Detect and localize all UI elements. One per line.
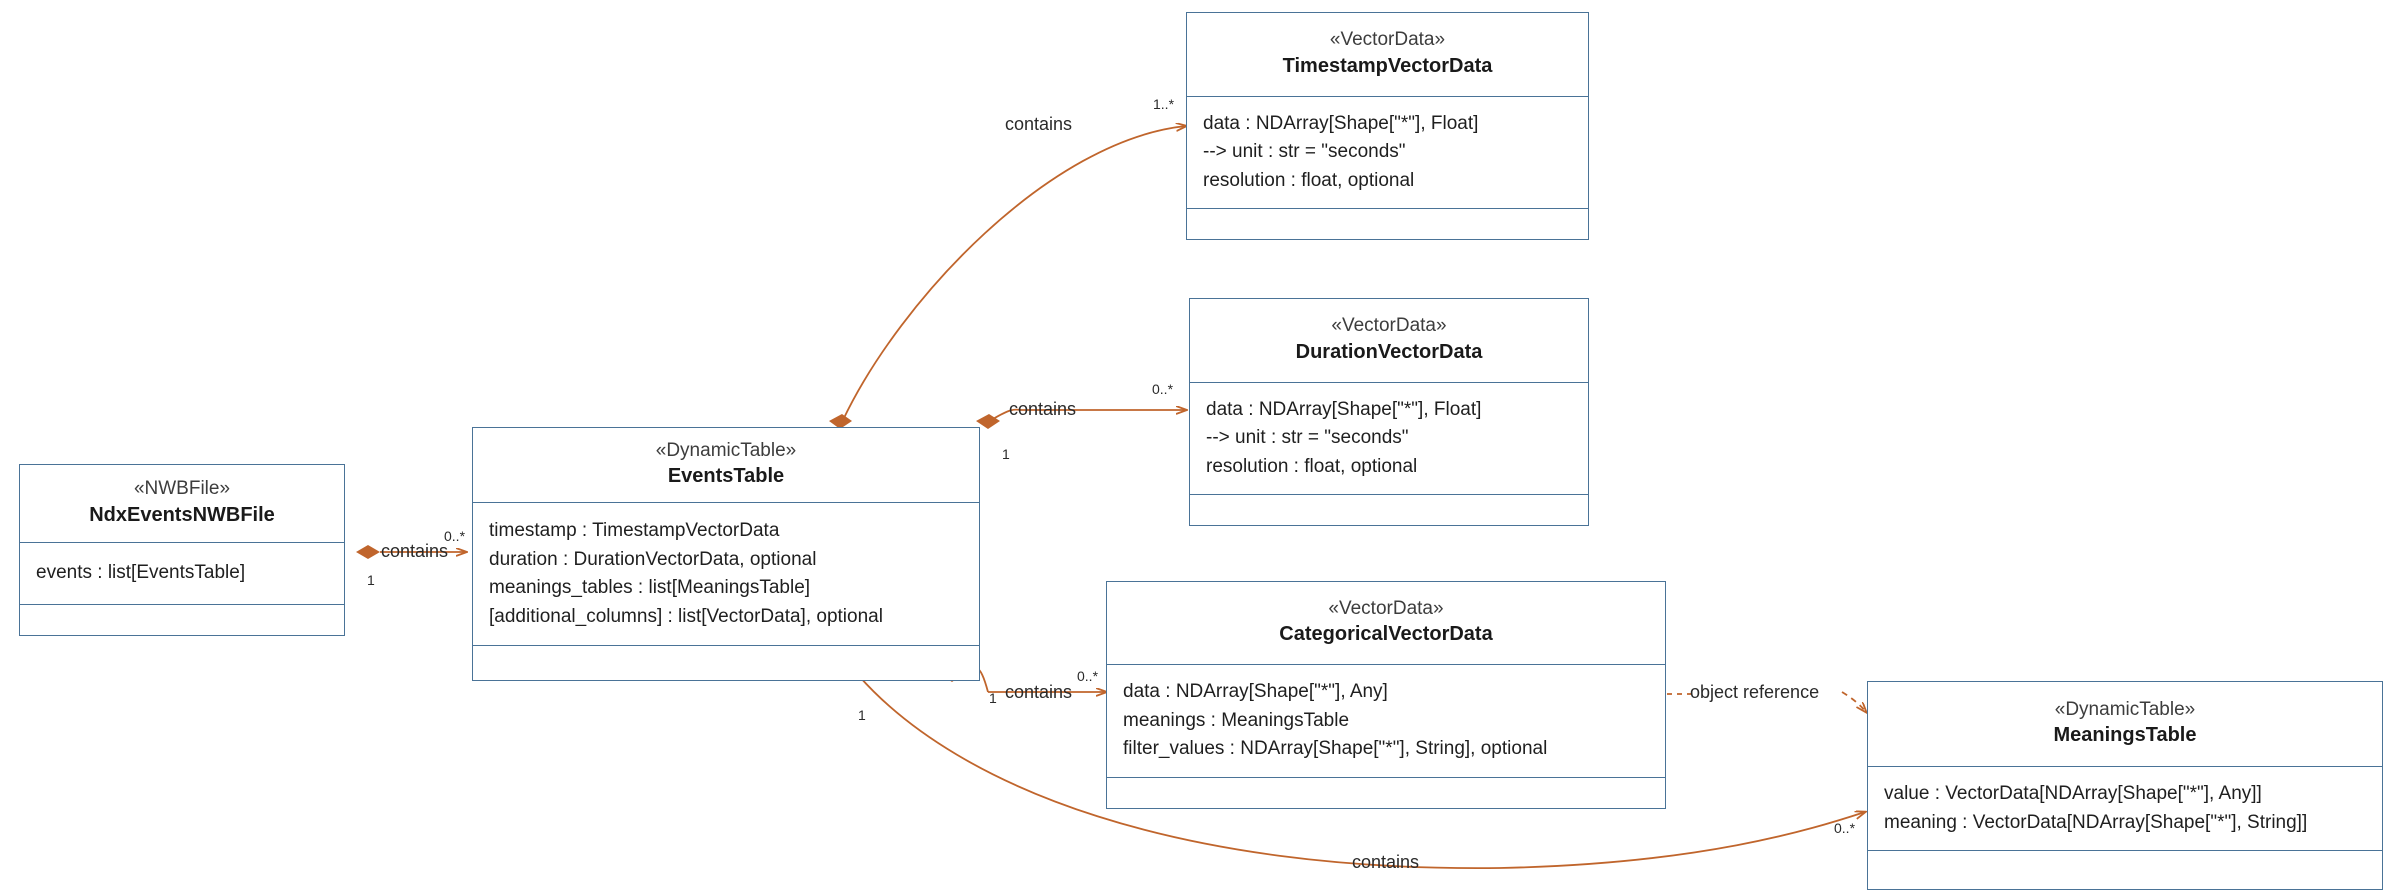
class-header-events-table: «DynamicTable» EventsTable [473, 428, 979, 503]
edge-label-eventstable-to-durationvectordata: contains [1009, 399, 1077, 419]
class-methods-ndx-events-nwbfile [20, 605, 344, 635]
class-box-events-table[interactable]: «DynamicTable» EventsTable timestamp : T… [472, 427, 980, 681]
edge-multiplicity-source-eventstable-duration: 1 [1002, 446, 1010, 462]
class-attribute: resolution : float, optional [1206, 455, 1418, 477]
class-name: TimestampVectorData [1282, 54, 1493, 77]
class-box-duration-vector-data[interactable]: «VectorData» DurationVectorData data : N… [1189, 298, 1589, 526]
class-attribute: timestamp : TimestampVectorData [489, 520, 780, 541]
class-box-ndx-events-nwbfile[interactable]: «NWBFile» NdxEventsNWBFile events : list… [19, 464, 345, 636]
edge-multiplicity-target-durationvectordata: 0..* [1152, 381, 1174, 397]
class-attribute: value : VectorData[NDArray[Shape["*"], A… [1884, 783, 2262, 804]
class-header-meanings-table: «DynamicTable» MeaningsTable [1868, 682, 2382, 767]
class-attribute: filter_values : NDArray[Shape["*"], Stri… [1123, 738, 1548, 760]
class-attribute: data : NDArray[Shape["*"], Float] [1206, 398, 1482, 420]
class-attributes-duration-vector-data: data : NDArray[Shape["*"], Float] --> un… [1190, 383, 1588, 495]
edge-label-eventstable-to-categoricalvectordata: contains [1005, 682, 1073, 702]
class-attribute: duration : DurationVectorData, optional [489, 548, 817, 570]
class-attribute: [additional_columns] : list[VectorData],… [489, 605, 883, 627]
class-attributes-timestamp-vector-data: data : NDArray[Shape["*"], Float] --> un… [1187, 97, 1588, 209]
edge-label-nwbfile-to-eventstable: contains [381, 541, 449, 561]
edge-label-categoricalvectordata-to-meaningstable: object reference [1690, 682, 1820, 702]
class-stereotype: «DynamicTable» [2054, 698, 2196, 720]
class-name: DurationVectorData [1295, 340, 1483, 363]
class-name: MeaningsTable [2053, 724, 2197, 747]
class-box-meanings-table[interactable]: «DynamicTable» MeaningsTable value : Vec… [1867, 681, 2383, 890]
edge-eventstable-to-durationvectordata [976, 410, 1186, 429]
class-methods-events-table [473, 646, 979, 680]
class-box-timestamp-vector-data[interactable]: «VectorData» TimestampVectorData data : … [1186, 12, 1589, 240]
edge-eventstable-to-timestampvectordata [829, 126, 1186, 429]
class-stereotype: «VectorData» [1331, 315, 1447, 337]
class-attribute: meaning : VectorData[NDArray[Shape["*"],… [1884, 811, 2308, 833]
class-attribute: data : NDArray[Shape["*"], Any] [1123, 681, 1388, 703]
class-attribute: --> unit : str = "seconds" [1203, 141, 1406, 163]
class-attribute: events : list[EventsTable] [36, 562, 246, 584]
class-stereotype: «VectorData» [1329, 29, 1446, 51]
class-stereotype: «NWBFile» [133, 478, 231, 500]
edge-multiplicity-target-eventstable: 0..* [444, 528, 466, 544]
class-attribute: meanings_tables : list[MeaningsTable] [489, 577, 811, 598]
class-methods-timestamp-vector-data [1187, 209, 1588, 239]
edge-multiplicity-source-eventstable-meanings: 1 [858, 707, 866, 723]
edge-label-eventstable-to-timestampvectordata: contains [1005, 114, 1073, 134]
class-methods-categorical-vector-data [1107, 778, 1665, 808]
class-name: CategoricalVectorData [1279, 623, 1493, 646]
class-attribute: resolution : float, optional [1203, 169, 1415, 191]
class-attribute: meanings : MeaningsTable [1123, 709, 1350, 731]
class-attributes-categorical-vector-data: data : NDArray[Shape["*"], Any] meanings… [1107, 665, 1665, 778]
class-attribute: data : NDArray[Shape["*"], Float] [1203, 112, 1479, 134]
edge-multiplicity-target-meaningstable: 0..* [1834, 820, 1856, 836]
edge-label-eventstable-to-meaningstable: contains [1352, 852, 1420, 872]
class-name: EventsTable [667, 465, 785, 488]
class-header-duration-vector-data: «VectorData» DurationVectorData [1190, 299, 1588, 383]
class-attributes-meanings-table: value : VectorData[NDArray[Shape["*"], A… [1868, 767, 2382, 851]
class-header-ndx-events-nwbfile: «NWBFile» NdxEventsNWBFile [20, 465, 344, 543]
class-box-categorical-vector-data[interactable]: «VectorData» CategoricalVectorData data … [1106, 581, 1666, 809]
class-header-timestamp-vector-data: «VectorData» TimestampVectorData [1187, 13, 1588, 97]
edge-multiplicity-target-categoricalvectordata: 0..* [1077, 668, 1099, 684]
class-stereotype: «VectorData» [1328, 597, 1444, 619]
edge-multiplicity-source-eventstable-categorical: 1 [989, 690, 997, 706]
edge-multiplicity-target-timestampvectordata: 1..* [1153, 96, 1175, 112]
class-stereotype: «DynamicTable» [655, 439, 797, 461]
edge-multiplicity-source-nwbfile: 1 [367, 572, 375, 588]
class-name: NdxEventsNWBFile [89, 503, 275, 526]
class-header-categorical-vector-data: «VectorData» CategoricalVectorData [1107, 582, 1665, 665]
class-methods-meanings-table [1868, 851, 2382, 889]
class-attributes-ndx-events-nwbfile: events : list[EventsTable] [20, 543, 344, 605]
class-methods-duration-vector-data [1190, 495, 1588, 525]
class-attribute: --> unit : str = "seconds" [1206, 427, 1409, 449]
class-attributes-events-table: timestamp : TimestampVectorData duration… [473, 503, 979, 646]
